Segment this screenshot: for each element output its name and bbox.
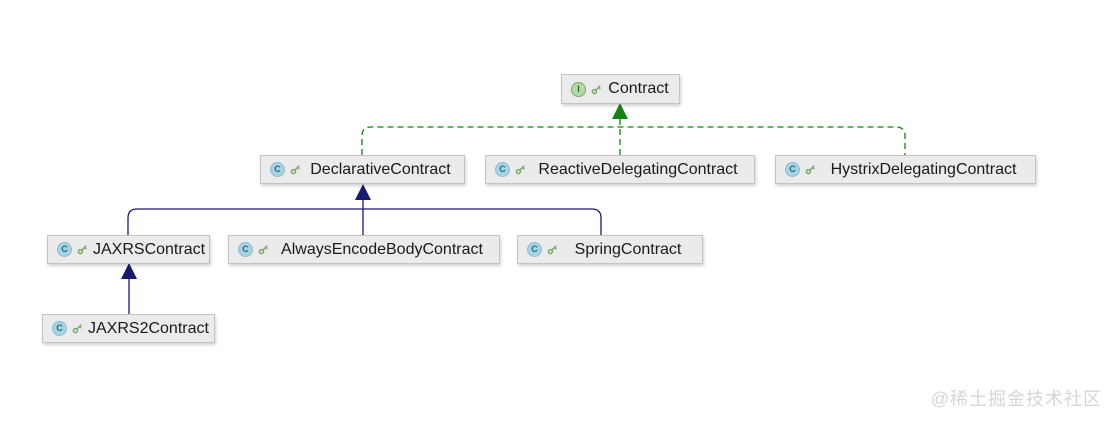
visibility-key-icon: [77, 244, 88, 255]
edge-jaxrs-spring-extends-declarative: [127, 208, 602, 235]
edge-declarative-hystrix-realizes-contract: [361, 126, 906, 155]
class-icon: C: [527, 242, 542, 257]
generalization-arrowhead-declarative: [355, 184, 371, 200]
class-node-springcontract[interactable]: C SpringContract: [517, 235, 703, 264]
watermark-text: @稀土掘金技术社区: [930, 389, 1102, 409]
class-name-label: HystrixDelegatingContract: [830, 160, 1017, 178]
class-name-label: SpringContract: [574, 240, 682, 258]
class-name-label: ReactiveDelegatingContract: [538, 160, 738, 178]
class-icon: C: [785, 162, 800, 177]
class-node-alwaysencodebodycontract[interactable]: C AlwaysEncodeBodyContract: [228, 235, 500, 264]
visibility-key-icon: [547, 244, 558, 255]
visibility-key-icon: [258, 244, 269, 255]
class-node-hystrixdelegatingcontract[interactable]: C HystrixDelegatingContract: [775, 155, 1036, 184]
visibility-key-icon: [290, 164, 301, 175]
class-icon: C: [52, 321, 67, 336]
visibility-key-icon: [72, 323, 83, 334]
interface-icon: I: [571, 81, 586, 97]
class-name-label: AlwaysEncodeBodyContract: [281, 240, 483, 258]
visibility-key-icon: [591, 84, 602, 95]
class-node-contract[interactable]: I Contract: [561, 74, 680, 104]
class-node-jaxrs2contract[interactable]: C JAXRS2Contract: [42, 314, 215, 343]
realization-arrowhead: [612, 103, 628, 119]
class-name-label: Contract: [608, 80, 669, 97]
class-icon: C: [238, 242, 253, 257]
generalization-arrowhead-jaxrs: [121, 263, 137, 279]
visibility-key-icon: [515, 164, 526, 175]
class-node-declarativecontract[interactable]: C DeclarativeContract: [260, 155, 465, 184]
class-icon: C: [57, 242, 72, 257]
class-node-reactivedelegatingcontract[interactable]: C ReactiveDelegatingContract: [485, 155, 755, 184]
class-name-label: JAXRSContract: [93, 240, 206, 258]
class-icon: C: [270, 162, 285, 177]
visibility-key-icon: [805, 164, 816, 175]
class-name-label: DeclarativeContract: [310, 160, 451, 178]
class-name-label: JAXRS2Contract: [88, 319, 209, 337]
class-icon: C: [495, 162, 510, 177]
class-node-jaxrscontract[interactable]: C JAXRSContract: [47, 235, 210, 264]
